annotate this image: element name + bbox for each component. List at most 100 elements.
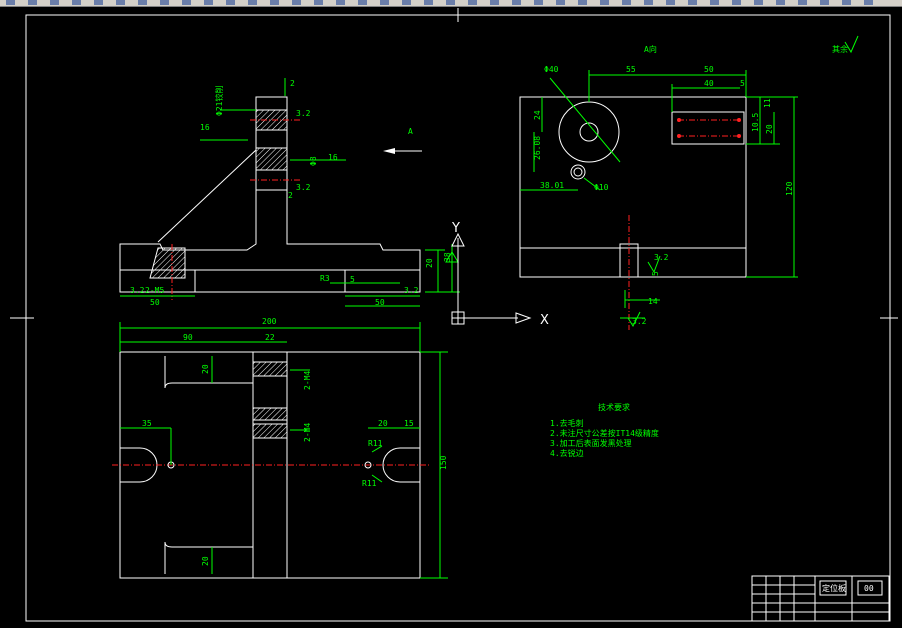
dim-text: 5 [651,271,660,276]
view-arrow-label: A [408,127,413,136]
toolbar-icon[interactable] [864,0,873,5]
toolbar-icon[interactable] [182,0,191,5]
toolbar-icon[interactable] [490,0,499,5]
toolbar-icon[interactable] [138,0,147,5]
dim-text: 3.2 [632,317,647,326]
toolbar-icon[interactable] [688,0,697,5]
hole-section [255,147,288,171]
toolbar-icon[interactable] [358,0,367,5]
dim-text: 3.2 [404,286,419,295]
title-block-code: 00 [864,584,874,593]
view-a[interactable]: A向 其余 Φ40 55 50 40 5 11 10.5 20 24 26.08… [519,35,859,330]
dim-text: Φ10 [594,183,609,192]
dim-text: 3.2 [130,286,145,295]
title-block[interactable]: 定位板 00 [751,575,890,622]
dim-text: R3 [320,274,330,283]
note-item: 3.加工后表面发黑处理 [550,438,632,448]
toolbar-icon[interactable] [204,0,213,5]
toolbar-icon[interactable] [776,0,785,5]
dim-text: 40 [704,79,714,88]
toolbar-icon[interactable] [314,0,323,5]
toolbar-icon[interactable] [512,0,521,5]
hole-mark [364,461,372,469]
view-a-pocket [671,111,745,145]
toolbar-icon[interactable] [402,0,411,5]
toolbar-icon[interactable] [50,0,59,5]
dim-text: 3.2 [296,183,311,192]
dim-text: 16 [200,123,210,132]
toolbar-icon[interactable] [160,0,169,5]
roughness-mark [627,311,641,328]
toolbar-icon[interactable] [424,0,433,5]
toolbar-icon[interactable] [336,0,345,5]
leader [549,77,621,163]
dim-text: 14 [648,297,658,306]
leader [583,177,601,191]
dim-text: 2-M4 [303,371,312,390]
title-block-name: 定位板 [822,583,846,593]
dim-text: 11 [763,98,772,108]
top-view[interactable]: 200 90 22 20 2-M4 2-M4 35 20 15 R11 R11 … [112,317,448,579]
technical-notes: 技术要求 1.去毛刺 2.未注尺寸公差按IT14级精度 3.加工后表面发黑处理 … [550,402,659,458]
slot-edge [164,356,253,389]
view-a-small-hole-inner [573,167,583,177]
toolbar-icon[interactable] [292,0,301,5]
dim-text: 55 [626,65,636,74]
toolbar-icon[interactable] [534,0,543,5]
toolbar-icon[interactable] [842,0,851,5]
toolbar-icon[interactable] [6,0,15,5]
toolbar-icon[interactable] [28,0,37,5]
roughness-mark [647,255,661,274]
toolbar-icon[interactable] [446,0,455,5]
toolbar-icon[interactable] [622,0,631,5]
toolbar-icon[interactable] [270,0,279,5]
ucs-x-label: X [540,313,549,328]
note-item: 1.去毛刺 [550,418,584,428]
roughness-mark [844,35,859,54]
toolbar-icon[interactable] [72,0,81,5]
dim-text: 20 [201,556,210,566]
toolbar-icon[interactable] [820,0,829,5]
dim-text: R11 [362,479,377,488]
toolbar-icon[interactable] [578,0,587,5]
view-a-slot [619,243,639,278]
toolbar-icon[interactable] [248,0,257,5]
thread-section [149,247,186,279]
dim-text: 50 [375,298,385,307]
toolbar-icon[interactable] [798,0,807,5]
toolbar-icon[interactable] [732,0,741,5]
toolbar-icon[interactable] [600,0,609,5]
hole-mark [677,134,681,138]
dim-text: 38.01 [540,181,564,190]
hole-mark [677,118,681,122]
leader [371,445,383,453]
toolbar-icon[interactable] [468,0,477,5]
dim-text: 20 [201,364,210,374]
toolbar-icon[interactable] [666,0,675,5]
toolbar-icon[interactable] [94,0,103,5]
note-item: 4.去锐边 [550,448,584,458]
view-a-circle [558,101,620,163]
dim-text: 5 [350,275,355,284]
toolbar-icon[interactable] [710,0,719,5]
toolbar-icon[interactable] [380,0,389,5]
toolbar [0,0,902,7]
dim-text: 90 [183,333,193,342]
note-item: 2.未注尺寸公差按IT14级精度 [550,428,659,438]
hole-section [255,109,288,131]
ucs-y-label: Y [451,221,460,236]
dim-text: 5 [740,79,745,88]
toolbar-icon[interactable] [754,0,763,5]
toolbar-icon[interactable] [644,0,653,5]
dim-text: R11 [368,439,383,448]
dim-text: 10.5 [751,113,760,132]
side-view[interactable]: 2 Φ21铰削 16 3.2 Φ8 16 3.2 2 2-M5 50 3.2 R… [119,78,460,307]
dim-text: 20 [378,419,388,428]
toolbar-icon[interactable] [226,0,235,5]
dim-text: 15 [404,419,414,428]
ucs-icon: Y X [451,221,549,328]
dim-text: 20 [425,258,434,268]
toolbar-icon[interactable] [556,0,565,5]
toolbar-icon[interactable] [116,0,125,5]
